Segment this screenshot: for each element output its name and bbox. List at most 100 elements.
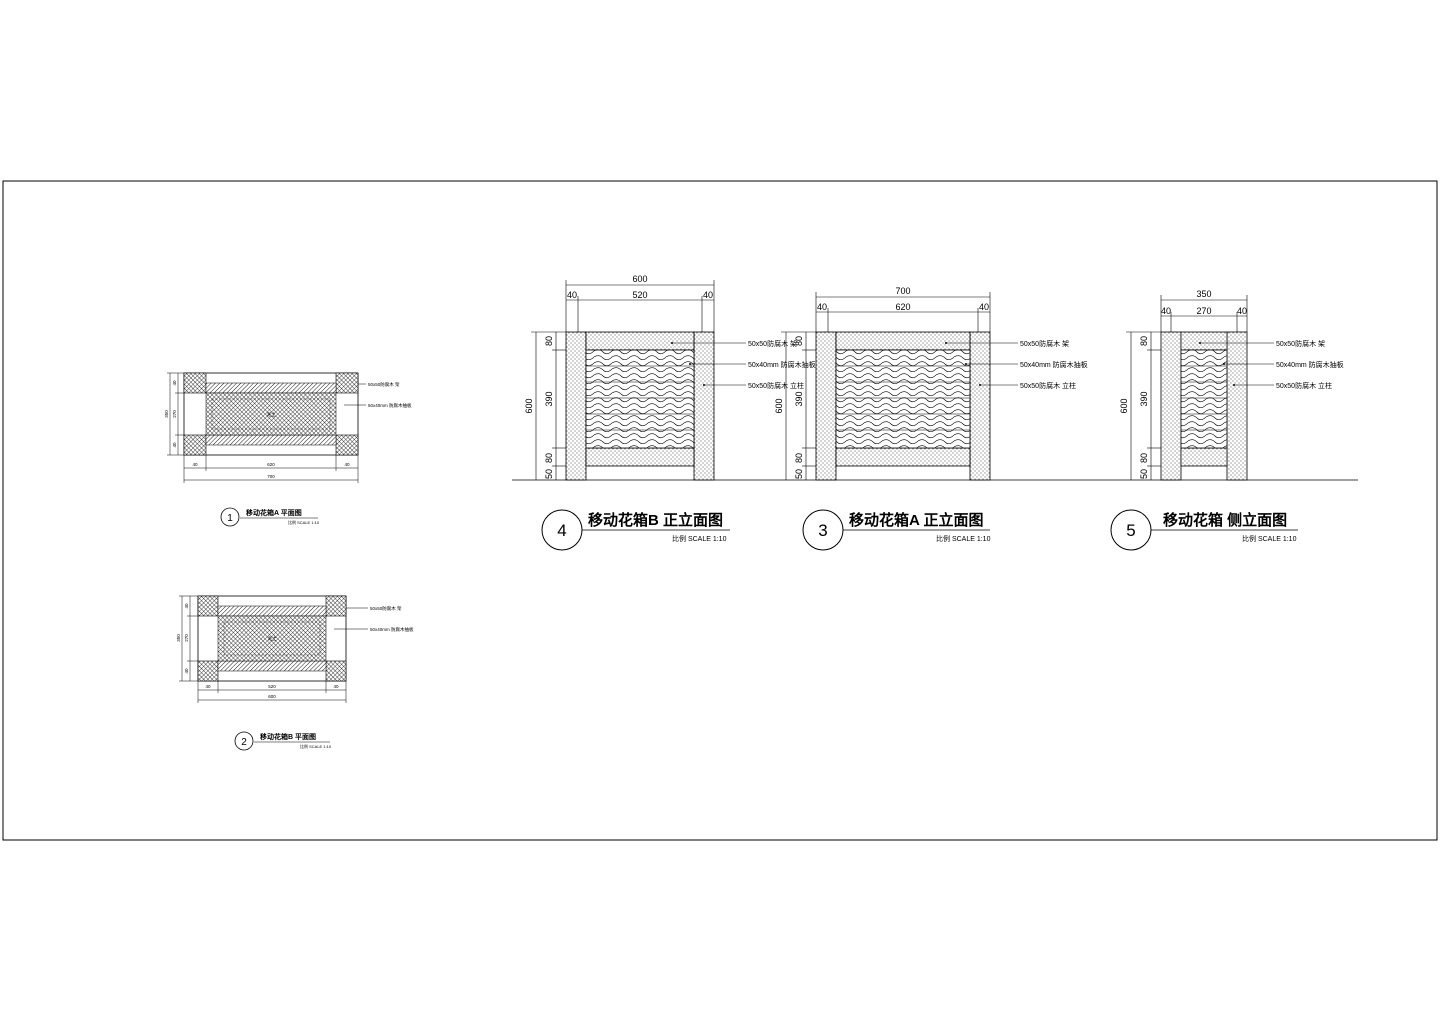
elev3-title: 移动花箱A 正立面图	[849, 511, 983, 529]
plan2-scale: 比例 SCALE 1:10	[300, 743, 332, 749]
elev4-callout: 50x50防腐木 立柱	[748, 381, 804, 390]
plan2-number: 2	[241, 737, 247, 748]
elev5-dim: 40	[1161, 306, 1171, 316]
plan1-board-bottom	[205, 434, 337, 446]
plan1-dim: 270	[172, 410, 177, 418]
elev3-dim-total: 700	[895, 286, 910, 296]
elev4-dim: 390	[544, 391, 554, 406]
plan1-callout: 50x50防腐木 架	[368, 381, 400, 388]
plan-view-1: 泥土 50x50防腐木 架 50x40mm 防腐木抽板 40 620 40 70…	[164, 372, 412, 527]
plan2-dim: 40	[205, 684, 211, 689]
elev4-top-rail	[585, 331, 695, 351]
elev5-dim: 390	[1139, 391, 1149, 406]
elev3-dim: 80	[794, 336, 804, 346]
elev3-callout: 50x50防腐木 架	[1020, 339, 1069, 348]
plan1-center-label: 泥土	[267, 411, 276, 418]
plan-view-2: 泥土 50x50防腐木 架 50x40mm 防腐木抽板 40 520 40 60…	[176, 595, 414, 751]
elev3-post-right	[969, 331, 991, 481]
plan2-title: 移动花箱B 平面图	[260, 732, 316, 741]
plan2-dim: 520	[268, 684, 276, 689]
plan2-dim: 350	[176, 634, 181, 642]
elev3-dim-height: 600	[774, 398, 784, 413]
elev4-dim: 80	[544, 453, 554, 463]
plan1-corner-post	[335, 372, 359, 394]
elev4-dim: 40	[703, 290, 713, 300]
elev4-title: 移动花箱B 正立面图	[588, 511, 723, 529]
elev5-callout: 50x50防腐木 架	[1276, 339, 1325, 348]
plan1-dim: 40	[344, 462, 350, 467]
elev5-post-left	[1160, 331, 1182, 481]
plan2-board-top	[217, 605, 327, 617]
elev5-dim: 40	[1237, 306, 1247, 316]
elev4-post-right	[693, 331, 715, 481]
elev4-dim: 50	[544, 469, 554, 479]
elev3-dim: 40	[817, 302, 827, 312]
plan1-dim: 620	[267, 462, 275, 467]
plan1-soil	[205, 392, 337, 436]
elev4-bottom-rail	[585, 447, 695, 467]
elev3-panel	[835, 349, 971, 449]
plan1-number: 1	[227, 513, 233, 524]
plan1-corner-post	[183, 434, 207, 456]
elev5-dim-total: 350	[1196, 289, 1211, 299]
elev5-number: 5	[1126, 521, 1135, 540]
elev3-bottom-rail	[835, 447, 971, 467]
plan2-dim: 600	[268, 694, 276, 699]
plan2-callout: 50x40mm 防腐木抽板	[370, 626, 414, 633]
plan2-board-bottom	[217, 660, 327, 672]
elev4-dim: 80	[544, 336, 554, 346]
elev4-dim: 40	[567, 290, 577, 300]
elev4-post-left	[565, 331, 587, 481]
elev3-top-rail	[835, 331, 971, 351]
plan2-dim: 40	[333, 684, 339, 689]
plan1-dim: 350	[164, 410, 169, 418]
elev4-dim: 520	[632, 290, 647, 300]
elev4-scale: 比例 SCALE 1:10	[672, 534, 727, 543]
plan1-callout: 50x40mm 防腐木抽板	[368, 402, 412, 409]
plan2-outline	[197, 595, 347, 682]
elev5-callout: 50x50防腐木 立柱	[1276, 381, 1332, 390]
elevation-4: 600 40 520 40 600 80 390 80 50 50x50防腐木 …	[524, 274, 816, 551]
elev3-dim: 390	[794, 391, 804, 406]
elev3-dim: 40	[979, 302, 989, 312]
plan1-board-top	[205, 382, 337, 394]
plan1-corner-post	[335, 434, 359, 456]
elev4-callout: 50x40mm 防腐木抽板	[748, 360, 816, 369]
elevation-5: 350 40 270 40 600 80 390 80 50 50x50防腐木 …	[1110, 289, 1344, 551]
plan2-number-circle	[234, 731, 254, 751]
elev4-dim-height: 600	[524, 398, 534, 413]
elev5-callout: 50x40mm 防腐木抽板	[1276, 360, 1344, 369]
elev5-dim: 80	[1139, 453, 1149, 463]
plan1-dim: 40	[172, 442, 177, 448]
plan2-corner-post	[197, 660, 219, 682]
plan1-title: 移动花箱A 平面图	[246, 508, 302, 517]
plan2-corner-post	[325, 660, 347, 682]
plan2-corner-post	[197, 595, 219, 617]
plan2-callout: 50x50防腐木 架	[370, 605, 402, 612]
elev3-dim: 50	[794, 469, 804, 479]
plan1-outline	[183, 372, 359, 456]
plan2-dim: 40	[184, 603, 189, 609]
elev5-top-rail	[1180, 331, 1228, 351]
elev5-dim: 80	[1139, 336, 1149, 346]
elev4-panel	[585, 349, 695, 449]
elev5-post-right	[1226, 331, 1248, 481]
plan1-dim: 700	[267, 474, 275, 479]
plan1-dim: 40	[192, 462, 198, 467]
elev3-callout: 50x50防腐木 立柱	[1020, 381, 1076, 390]
elev3-number: 3	[818, 521, 827, 540]
elev3-post-left	[815, 331, 837, 481]
elev5-panel	[1180, 349, 1228, 449]
elev3-scale: 比例 SCALE 1:10	[936, 534, 991, 543]
elev5-dim-height: 600	[1119, 398, 1129, 413]
elev3-callout: 50x40mm 防腐木抽板	[1020, 360, 1088, 369]
plan2-center-label: 泥土	[268, 635, 277, 642]
plan2-corner-post	[325, 595, 347, 617]
plan1-corner-post	[183, 372, 207, 394]
elev4-callout: 50x50防腐木 架	[748, 339, 797, 348]
elevation-3: 700 40 620 40 600 80 390 80 50 50x50防腐木 …	[774, 286, 1088, 551]
plan2-soil	[217, 615, 327, 662]
elev4-dim-total: 600	[632, 274, 647, 284]
elev5-bottom-rail	[1180, 447, 1228, 467]
